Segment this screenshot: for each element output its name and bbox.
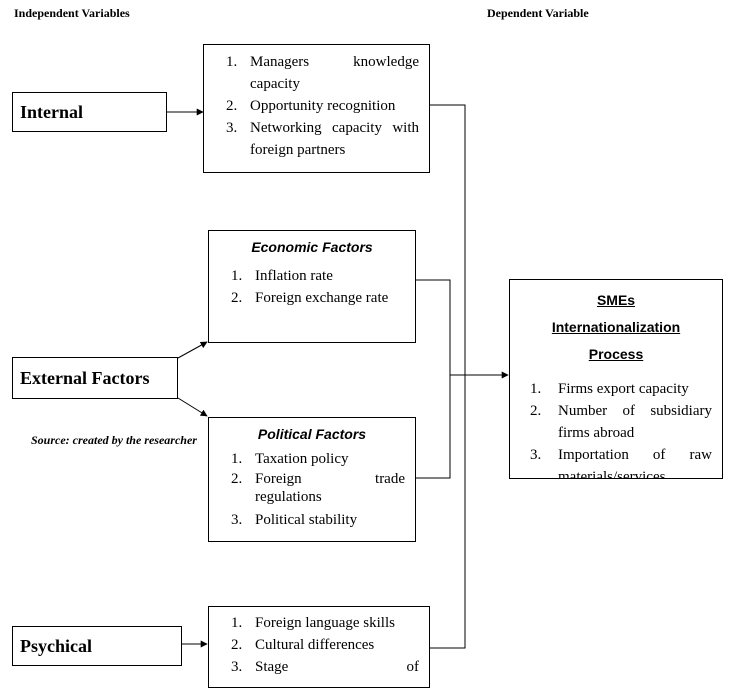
arrow-to-economic — [177, 341, 208, 359]
external-factors-label: External Factors — [20, 367, 150, 388]
vertical-connector-main — [430, 104, 466, 649]
political-factors-box: Political Factors 1.Taxation policy 2.Fo… — [208, 417, 416, 542]
list-item: 3.Political stability — [231, 512, 358, 528]
external-factors-label-box: External Factors — [12, 357, 178, 399]
political-factors-title: Political Factors — [257, 426, 367, 442]
dependent-variable-header: Dependent Variable — [487, 6, 589, 20]
list-item: 2.Cultural differences — [231, 637, 375, 653]
list-item: 1.Taxation policy — [231, 451, 349, 467]
outcome-title-line-2: Internationalization — [551, 319, 681, 335]
list-item: 1.Firms export capacity — [530, 381, 689, 397]
list-item: 2.Foreign trade regulations — [231, 471, 405, 505]
smes-internationalization-box: SMEs Internationalization Process 1.Firm… — [509, 279, 723, 479]
list-item: 1.Inflation rate — [231, 268, 333, 284]
list-item: 2.Opportunity recognition — [226, 98, 396, 114]
internal-label-box: Internal — [12, 92, 167, 132]
political-factors-list: 1.Taxation policy 2.Foreign trade regula… — [231, 448, 405, 531]
vertical-connector-external — [415, 279, 451, 479]
list-item: 3.Stage of — [231, 659, 419, 675]
list-item: 3.Importation of raw materials/services — [530, 447, 712, 479]
source-note: Source: created by the researcher — [31, 433, 197, 447]
arrow-to-political — [177, 397, 208, 417]
list-item: 2.Number of subsidiary firms abroad — [530, 403, 712, 441]
psychical-label-box: Psychical — [12, 626, 182, 666]
economic-factors-box: Economic Factors 1.Inflation rate 2.Fore… — [208, 230, 416, 343]
list-item: 1.Foreign language skills — [231, 615, 395, 631]
psychical-factors-list: 1.Foreign language skills 2.Cultural dif… — [231, 612, 419, 678]
outcome-title-line-3: Process — [588, 346, 644, 362]
internal-factors-box: 1.Managers knowledge capacity 2.Opportun… — [203, 44, 430, 173]
outcome-title-line-1: SMEs — [596, 292, 636, 308]
list-item: 3.Networking capacity with foreign partn… — [226, 120, 419, 158]
economic-factors-list: 1.Inflation rate 2.Foreign exchange rate — [231, 265, 405, 309]
psychical-factors-box: 1.Foreign language skills 2.Cultural dif… — [208, 606, 430, 688]
internal-label: Internal — [20, 101, 83, 122]
outcome-list: 1.Firms export capacity 2.Number of subs… — [530, 378, 712, 479]
outcome-title: SMEs Internationalization Process — [520, 287, 712, 368]
economic-factors-title: Economic Factors — [251, 239, 373, 255]
list-item: 1.Managers knowledge capacity — [226, 54, 419, 92]
internal-factors-list: 1.Managers knowledge capacity 2.Opportun… — [226, 51, 419, 161]
list-item: 2.Foreign exchange rate — [231, 290, 389, 306]
independent-variables-header: Independent Variables — [14, 6, 130, 20]
psychical-label: Psychical — [20, 635, 92, 656]
